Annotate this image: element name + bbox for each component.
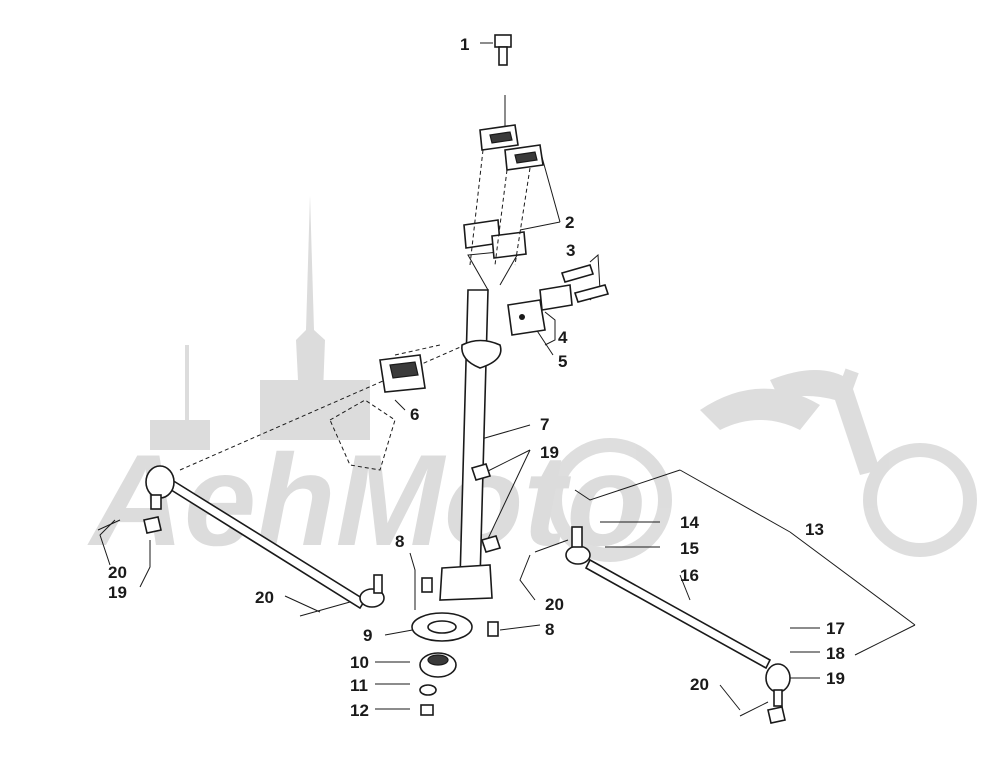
callout-11: 11 (350, 676, 368, 695)
tie-rod-left (97, 465, 385, 617)
bracket-4-5 (507, 284, 573, 336)
steering-column (439, 249, 521, 601)
callout-2: 2 (565, 213, 574, 232)
bolt-8b (487, 621, 499, 637)
callout-19-left: 19 (108, 583, 127, 602)
callout-8-upper: 8 (395, 532, 404, 551)
callout-20-right: 20 (545, 595, 564, 614)
post-base (439, 564, 493, 601)
callout-4: 4 (558, 328, 568, 347)
callout-10: 10 (350, 653, 369, 672)
callout-8-lower: 8 (545, 620, 554, 639)
watermark-logo: AehMoto (87, 195, 977, 573)
callout-20-mid: 20 (255, 588, 274, 607)
callout-1: 1 (460, 35, 469, 54)
callout-13: 13 (805, 520, 824, 539)
callout-19-right: 19 (826, 669, 845, 688)
callout-7: 7 (540, 415, 549, 434)
nut-12 (420, 704, 434, 716)
callout-3: 3 (566, 241, 575, 260)
watermark-text: AehMoto (87, 427, 646, 573)
tie-rod-right (534, 526, 791, 724)
callout-20-lower-right: 20 (690, 675, 709, 694)
callout-19-upper: 19 (540, 443, 559, 462)
callout-17: 17 (826, 619, 845, 638)
lower-bearing (411, 577, 499, 716)
bolt-1 (494, 34, 512, 66)
post-collar (461, 339, 502, 369)
callout-12: 12 (350, 701, 369, 720)
washer-11 (419, 684, 437, 696)
callout-9: 9 (363, 626, 372, 645)
callout-16: 16 (680, 566, 699, 585)
bolt-8a (421, 577, 433, 593)
callout-labels: 1 2 3 4 5 6 7 19 8 9 8 10 11 12 20 19 20… (108, 35, 845, 720)
callout-6: 6 (410, 405, 419, 424)
callout-5: 5 (558, 352, 567, 371)
nuts-19 (470, 463, 502, 553)
callout-18: 18 (826, 644, 845, 663)
handlebar-clamps (463, 124, 544, 266)
callout-14: 14 (680, 513, 699, 532)
bolts-3 (560, 264, 610, 303)
bracket-6 (329, 354, 426, 471)
callout-15: 15 (680, 539, 699, 558)
callout-20-left: 20 (108, 563, 127, 582)
